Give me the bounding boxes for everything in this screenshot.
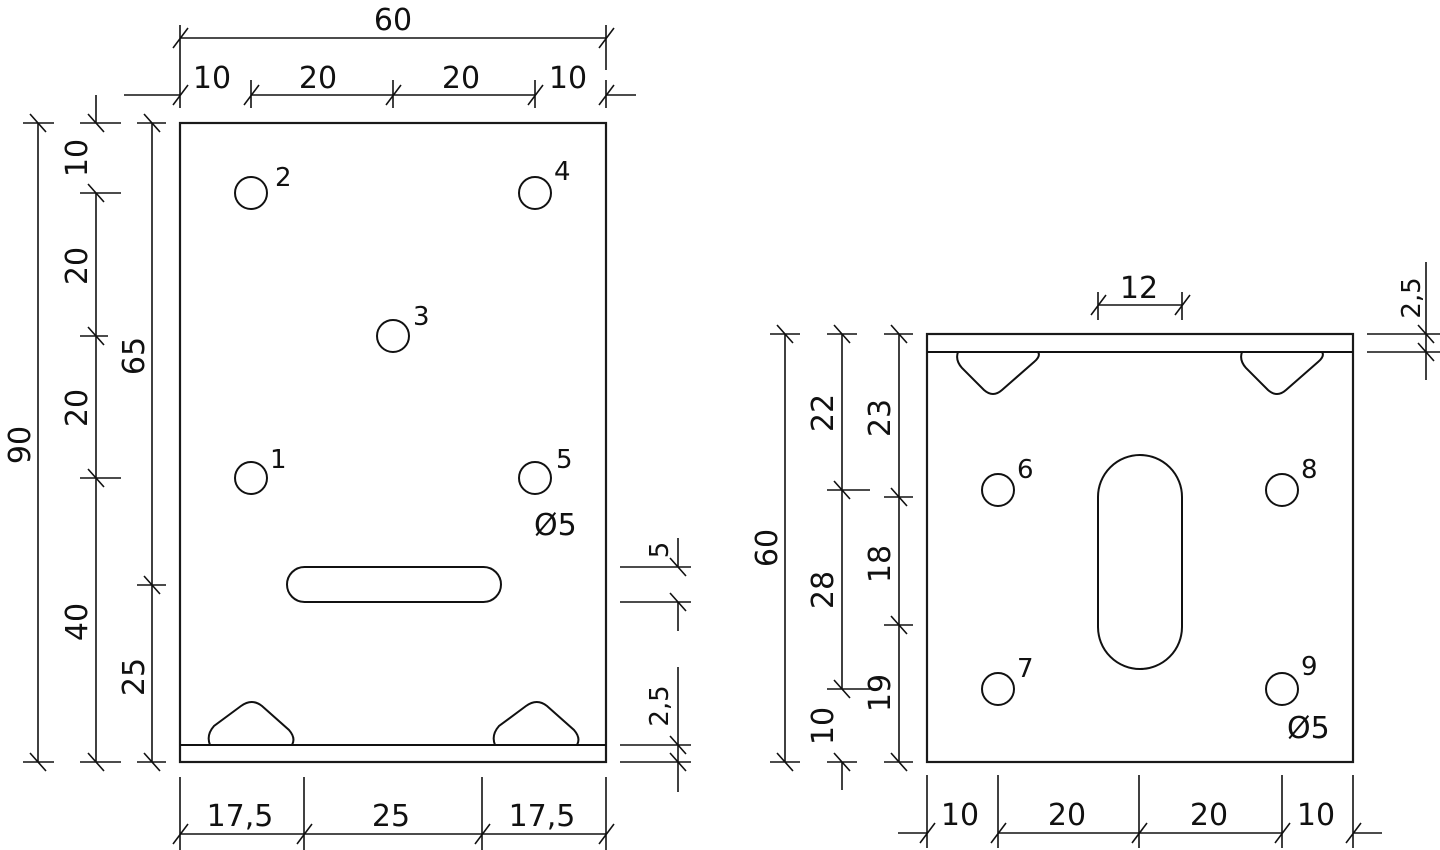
svg-text:25: 25	[117, 658, 152, 696]
right-slot	[1097, 454, 1183, 670]
hole-diameter-label-left: Ø5	[534, 508, 577, 543]
hole-label-6: 6	[1017, 455, 1034, 485]
right-dim-left-chain: 22 28 10	[806, 324, 870, 790]
svg-text:10: 10	[806, 707, 841, 745]
left-dim-left-overall: 90	[3, 113, 54, 772]
svg-text:20: 20	[299, 61, 337, 96]
svg-text:65: 65	[117, 337, 152, 375]
hole-label-7: 7	[1017, 654, 1034, 684]
left-gusset-emboss-1	[207, 701, 295, 746]
left-dim-right-slot: 5	[620, 538, 691, 631]
hole-5	[518, 461, 552, 495]
hole-label-9: 9	[1301, 652, 1318, 682]
svg-text:10: 10	[193, 61, 231, 96]
hole-2	[234, 176, 268, 210]
left-plate-outline	[178, 121, 608, 764]
hole-9	[1265, 672, 1299, 706]
hole-label-8: 8	[1301, 455, 1318, 485]
svg-text:23: 23	[863, 399, 898, 437]
svg-text:25: 25	[372, 799, 410, 834]
svg-text:2,5: 2,5	[645, 685, 675, 726]
svg-text:12: 12	[1120, 271, 1158, 306]
svg-text:60: 60	[750, 529, 785, 567]
svg-text:10: 10	[941, 798, 979, 833]
svg-text:20: 20	[60, 389, 95, 427]
hole-6	[981, 473, 1015, 507]
svg-text:5: 5	[645, 542, 675, 559]
hole-label-1: 1	[270, 445, 287, 475]
hole-7	[981, 672, 1015, 706]
hole-1	[234, 461, 268, 495]
right-gusset-emboss-1	[956, 351, 1040, 395]
left-view: 1 2 3 4 5 Ø5 60 10	[3, 3, 691, 850]
hole-4	[518, 176, 552, 210]
left-slot	[286, 566, 502, 603]
left-dim-top-chain: 10 20 20 10	[124, 61, 636, 108]
left-dim-bottom: 17,5 25 17,5	[172, 777, 615, 850]
svg-text:10: 10	[60, 139, 95, 177]
svg-text:10: 10	[1297, 798, 1335, 833]
right-dim-left-overall: 60	[750, 324, 800, 772]
svg-text:20: 20	[1048, 798, 1086, 833]
right-dim-left-chain2: 23 18 19	[863, 324, 913, 772]
svg-text:28: 28	[806, 571, 841, 609]
svg-text:2,5: 2,5	[1397, 277, 1427, 318]
svg-text:60: 60	[374, 3, 412, 38]
hole-label-3: 3	[413, 302, 430, 332]
svg-text:40: 40	[60, 603, 95, 641]
hole-8	[1265, 473, 1299, 507]
svg-text:17,5: 17,5	[509, 799, 576, 834]
svg-text:22: 22	[806, 394, 841, 432]
left-dim-left-chain2: 65 25	[117, 113, 166, 772]
right-view: 6 7 8 9 Ø5 12 2,5 6	[750, 262, 1440, 848]
hole-3	[376, 319, 410, 353]
hole-label-4: 4	[554, 157, 571, 187]
hole-diameter-label-right: Ø5	[1287, 711, 1330, 746]
left-dim-left-chain: 10 20 20 40	[60, 95, 121, 772]
svg-text:20: 20	[60, 247, 95, 285]
left-gusset-emboss-2	[492, 701, 580, 746]
hole-label-2: 2	[275, 163, 292, 193]
right-dim-bottom: 10 20 20 10	[898, 775, 1382, 848]
svg-text:19: 19	[863, 674, 898, 712]
left-dim-top-overall: 60	[172, 3, 615, 108]
right-dim-thickness: 2,5	[1367, 262, 1440, 380]
hole-label-5: 5	[556, 445, 573, 475]
svg-text:17,5: 17,5	[207, 799, 274, 834]
right-dim-top-slot: 12	[1090, 271, 1191, 320]
right-gusset-emboss-2	[1240, 351, 1324, 395]
left-dim-right-thickness: 2,5	[620, 667, 691, 792]
svg-text:20: 20	[442, 61, 480, 96]
svg-text:18: 18	[863, 545, 898, 583]
svg-text:10: 10	[549, 61, 587, 96]
svg-text:20: 20	[1190, 798, 1228, 833]
svg-text:90: 90	[3, 426, 38, 464]
